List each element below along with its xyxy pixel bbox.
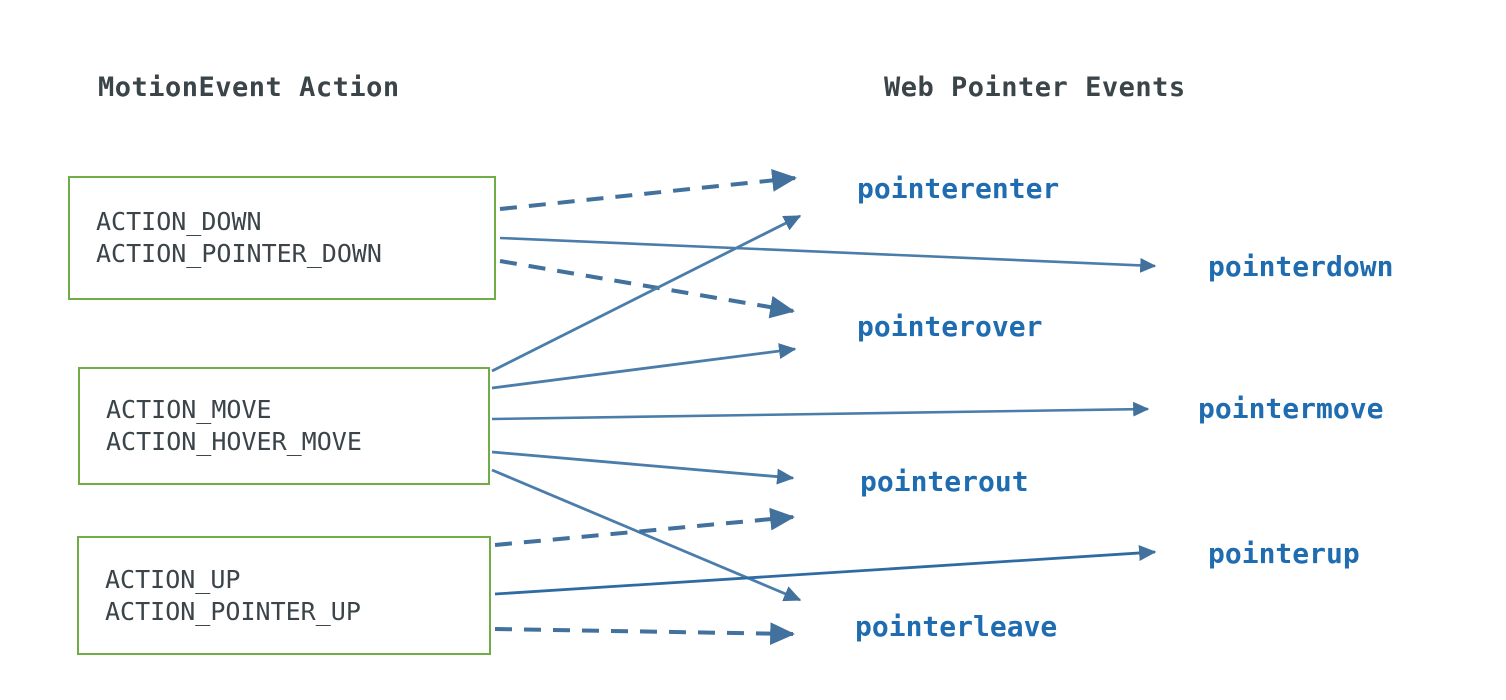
action-box-up: ACTION_UP ACTION_POINTER_UP xyxy=(77,536,491,655)
pointer-event-label-pointerenter: pointerenter xyxy=(857,172,1060,205)
edge-up-to-pointerup xyxy=(494,545,1157,596)
action-box-move-line-1: ACTION_MOVE xyxy=(106,395,272,424)
column-title-web-pointer-events: Web Pointer Events xyxy=(884,72,1186,103)
action-box-move: ACTION_MOVE ACTION_HOVER_MOVE xyxy=(78,367,490,485)
edge-move-to-pointerover xyxy=(491,343,797,390)
pointer-event-label-pointerdown: pointerdown xyxy=(1208,250,1394,283)
pointer-event-label-pointermove: pointermove xyxy=(1198,392,1384,425)
edge-move-to-pointermove xyxy=(491,401,1150,421)
action-box-move-line-2: ACTION_HOVER_MOVE xyxy=(106,427,362,456)
action-box-down: ACTION_DOWN ACTION_POINTER_DOWN xyxy=(68,176,496,300)
pointer-event-label-pointerleave: pointerleave xyxy=(855,610,1058,643)
pointer-event-label-pointerout: pointerout xyxy=(860,465,1029,498)
pointer-event-label-pointerover: pointerover xyxy=(857,310,1043,343)
edge-down-to-pointerdown xyxy=(499,236,1157,273)
column-title-motionevent-action: MotionEvent Action xyxy=(98,72,400,103)
edge-down-to-pointerover xyxy=(499,259,795,319)
edge-up-to-pointerleave xyxy=(494,622,795,646)
edge-move-to-pointerout xyxy=(491,450,795,485)
action-box-up-line-1: ACTION_UP xyxy=(105,564,241,594)
edge-up-to-pointerout xyxy=(494,507,795,547)
action-box-down-line-1: ACTION_DOWN xyxy=(96,207,262,236)
edge-move-to-pointerleave xyxy=(491,468,802,602)
pointer-event-label-pointerup: pointerup xyxy=(1208,537,1360,570)
action-box-down-line-2: ACTION_POINTER_DOWN xyxy=(96,239,382,268)
action-box-up-line-2: ACTION_POINTER_UP xyxy=(105,596,361,626)
edge-move-to-pointerenter xyxy=(491,214,802,373)
edge-down-to-pointerenter xyxy=(499,169,797,211)
